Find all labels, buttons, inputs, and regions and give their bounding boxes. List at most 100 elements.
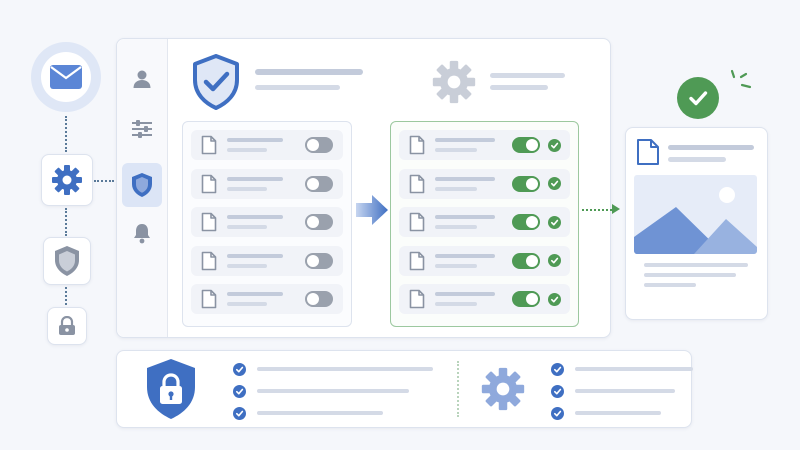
row-title-line — [227, 215, 283, 219]
source-item-row[interactable] — [191, 168, 343, 199]
disabled-toggle[interactable] — [305, 252, 333, 269]
row-title-line — [435, 292, 495, 296]
check-icon — [551, 407, 564, 420]
toggle-knob — [526, 293, 538, 305]
row-subtitle-line — [435, 263, 477, 268]
row-title-line — [435, 138, 495, 142]
result-card — [625, 127, 768, 320]
row-subtitle-line — [227, 225, 267, 229]
sidebar-item-settings[interactable] — [128, 115, 156, 143]
disabled-toggle[interactable] — [305, 214, 333, 230]
result-subtitle-line — [668, 157, 726, 162]
chain-lock-box[interactable] — [47, 307, 87, 345]
document-icon — [201, 212, 217, 237]
disabled-toggle[interactable] — [305, 137, 333, 153]
toggle-knob — [307, 177, 319, 190]
toggle-knob — [526, 216, 538, 228]
document-icon — [409, 135, 425, 160]
secured-item-row[interactable] — [399, 284, 570, 314]
secured-item-row[interactable] — [399, 130, 570, 160]
image-preview — [634, 175, 757, 254]
document-icon — [637, 139, 659, 165]
row-subtitle-line — [227, 186, 267, 191]
row-subtitle-line — [435, 302, 477, 306]
toggle-knob — [307, 216, 319, 228]
mail-circle — [31, 42, 101, 112]
envelope-icon — [50, 65, 82, 89]
user-icon — [133, 70, 151, 88]
enabled-toggle[interactable] — [512, 214, 540, 230]
chain-shield-box[interactable] — [43, 237, 91, 285]
check-icon — [551, 363, 564, 376]
row-title-line — [227, 138, 283, 142]
secured-item-row[interactable] — [399, 245, 570, 276]
row-subtitle-line — [227, 148, 267, 152]
settings-subtitle-line — [490, 85, 548, 90]
checklist-line — [575, 411, 661, 415]
source-item-row[interactable] — [191, 284, 343, 314]
chain-connector-3 — [65, 287, 67, 305]
check-icon — [551, 385, 564, 398]
settings-title-line — [490, 73, 565, 78]
check-icon — [548, 215, 561, 229]
chain-connector-2 — [65, 208, 67, 236]
sidebar-item-security[interactable] — [122, 163, 162, 207]
toggle-knob — [307, 254, 319, 267]
header-title-line — [255, 69, 363, 75]
document-icon — [409, 212, 425, 237]
row-title-line — [227, 176, 283, 181]
secured-item-row[interactable] — [399, 207, 570, 237]
document-icon — [201, 135, 217, 160]
checklist-line — [257, 367, 433, 371]
check-icon — [548, 138, 561, 152]
enabled-toggle[interactable] — [512, 175, 540, 192]
row-subtitle-line — [435, 225, 477, 229]
connector-arrowhead — [612, 204, 620, 214]
envelope-badge — [41, 52, 91, 102]
disabled-toggle[interactable] — [305, 175, 333, 192]
shield-icon — [55, 246, 79, 276]
result-title-line — [668, 145, 754, 150]
sliders-icon — [132, 120, 152, 138]
row-title-line — [435, 176, 495, 181]
document-icon — [201, 251, 217, 276]
success-badge — [677, 77, 719, 119]
check-circle-icon — [689, 91, 708, 106]
checklist-line — [575, 367, 693, 371]
toggle-knob — [526, 139, 538, 151]
source-item-row[interactable] — [191, 245, 343, 276]
sidebar — [117, 39, 168, 337]
sidebar-item-user[interactable] — [128, 65, 156, 93]
row-subtitle-line — [435, 148, 477, 152]
source-item-row[interactable] — [191, 130, 343, 160]
check-icon — [548, 177, 561, 190]
row-subtitle-line — [227, 263, 267, 268]
result-text-line-2 — [644, 273, 736, 277]
secured-list — [390, 121, 579, 327]
source-item-row[interactable] — [191, 207, 343, 237]
shield-icon — [132, 173, 152, 197]
gear-icon — [52, 165, 82, 195]
enabled-toggle[interactable] — [512, 137, 540, 153]
result-text-line-1 — [644, 263, 748, 267]
sidebar-item-notifications[interactable] — [128, 219, 156, 247]
enabled-toggle[interactable] — [512, 291, 540, 307]
check-icon — [548, 292, 561, 306]
arrow-right-icon — [356, 195, 388, 225]
shield-check-icon — [193, 54, 239, 110]
enabled-toggle[interactable] — [512, 252, 540, 269]
disabled-toggle[interactable] — [305, 291, 333, 307]
row-title-line — [435, 253, 495, 258]
toggle-knob — [307, 293, 319, 305]
panel-to-result-connector — [582, 209, 612, 211]
checklist-line — [575, 389, 675, 393]
chain-to-panel-connector — [94, 180, 114, 182]
toggle-knob — [526, 177, 538, 190]
document-icon — [409, 174, 425, 199]
chain-gear-box[interactable] — [41, 154, 93, 206]
bottom-divider — [457, 361, 459, 417]
row-subtitle-line — [435, 186, 477, 191]
row-title-line — [227, 292, 283, 296]
secured-item-row[interactable] — [399, 168, 570, 199]
check-icon — [548, 254, 561, 267]
